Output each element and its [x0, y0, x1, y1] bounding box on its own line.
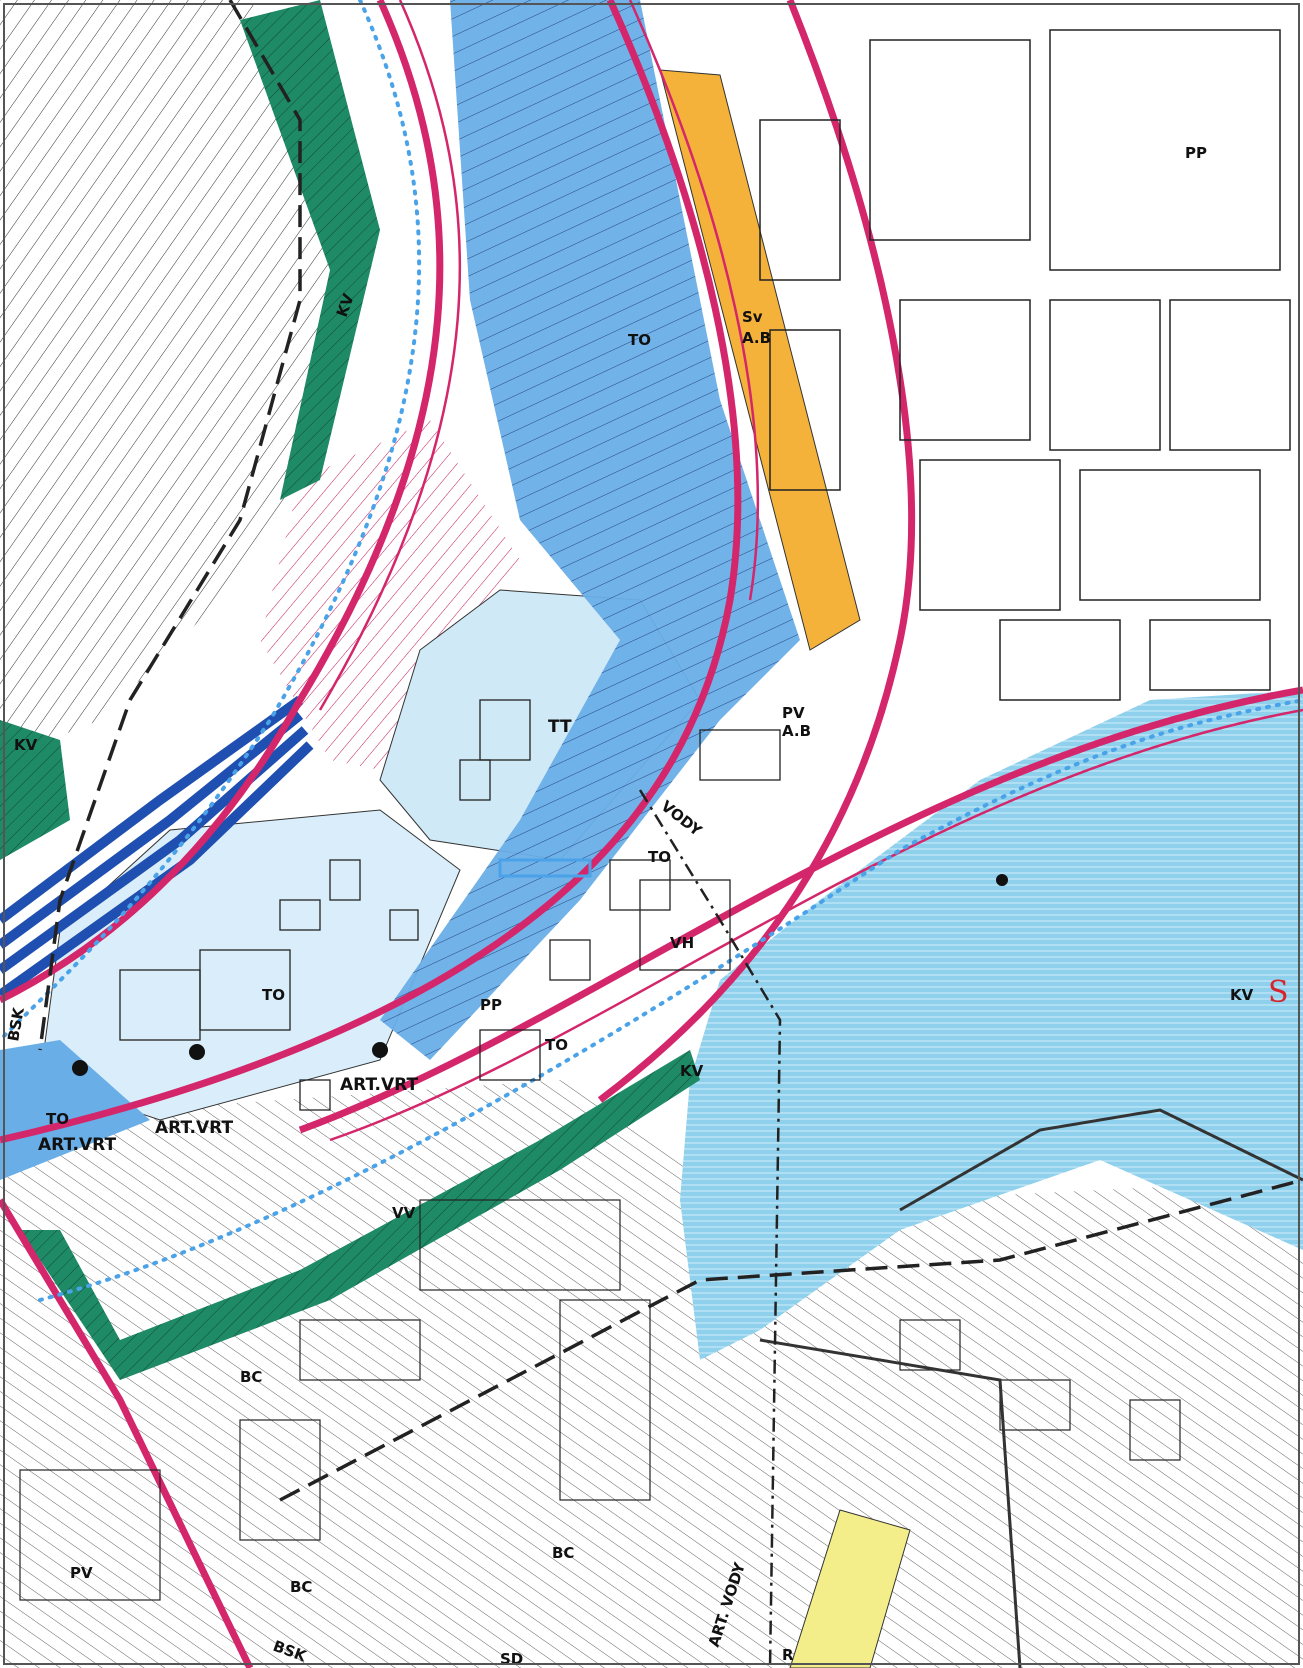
label-bsk-left: BSK [4, 1005, 28, 1043]
label-r-bottom: R [782, 1646, 794, 1664]
transport-zone-left [0, 1040, 150, 1180]
label-pv: PV [782, 704, 805, 722]
well-marker-icon [72, 1060, 88, 1076]
map-frame [3, 3, 1300, 1665]
dashed-boundary [38, 0, 1303, 1502]
label-pv-bottom: PV [70, 1564, 93, 1582]
label-kv-left: KV [14, 736, 38, 754]
label-to-top: TO [628, 331, 651, 349]
label-tt: TT [548, 717, 572, 737]
hatched-field-west [0, 0, 360, 760]
label-art-vrt-1: ART.VRT [340, 1075, 418, 1095]
label-sd-bottom: SD [500, 1650, 523, 1668]
label-art-vrt-3: ART.VRT [38, 1135, 116, 1155]
label-kv-right: KV [1230, 986, 1254, 1004]
dotted-boundary [0, 0, 1303, 1302]
label-bc-2: BC [552, 1544, 574, 1562]
label-to-left: TO [46, 1110, 69, 1128]
label-s-red: S [1268, 975, 1289, 1010]
label-pp-top: PP [1185, 144, 1207, 162]
label-to-west: TO [262, 986, 285, 1004]
label-to-mid: TO [648, 848, 671, 866]
label-pp-mid: PP [480, 996, 502, 1014]
label-sv-sub: A.B [742, 329, 771, 347]
label-pv-sub: A.B [782, 722, 811, 740]
label-bc-3: BC [290, 1578, 312, 1596]
green-strip-west [0, 720, 70, 860]
label-to-small: TO [545, 1036, 568, 1054]
green-strip-north [240, 0, 380, 500]
label-vv: VV [392, 1204, 416, 1222]
minor-roads [318, 0, 1303, 1142]
red-ticked-boundary [759, 1108, 1303, 1668]
transport-zone [380, 0, 800, 1060]
water-pipe-lines [638, 789, 782, 1668]
river [680, 690, 1303, 1360]
map-labels: PP TO Sv A.B KV KV TT PV A.B VODY TO VH … [4, 144, 1288, 1668]
point-marker-icon [996, 874, 1008, 886]
hatched-field-south [0, 1080, 1303, 1668]
well-marker-icon [189, 1044, 205, 1060]
yellow-zone [789, 1509, 911, 1668]
label-vh: VH [670, 934, 694, 952]
label-kv-mid: KV [680, 1062, 704, 1080]
building-blocks-east [759, 29, 1291, 701]
label-sv: Sv [742, 308, 763, 326]
well-marker-icon [372, 1042, 388, 1058]
well-markers [72, 874, 1008, 1076]
label-bc-1: BC [240, 1368, 262, 1386]
building-blocks-south [19, 1199, 1181, 1601]
building-blocks-central [119, 699, 781, 1111]
label-art-vrt-2: ART.VRT [155, 1118, 233, 1138]
